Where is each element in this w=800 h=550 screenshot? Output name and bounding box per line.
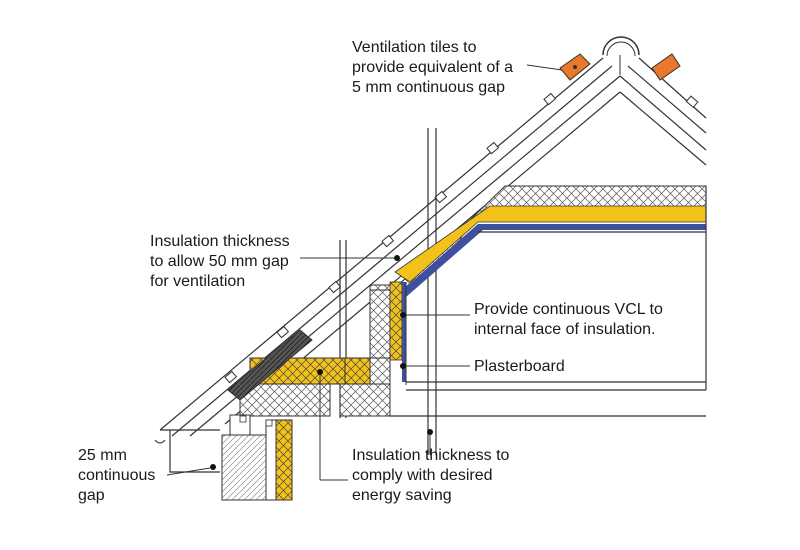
label-ventilation-tiles: Ventilation tiles to provide equivalent …	[352, 39, 513, 96]
label-plasterboard: Plasterboard	[474, 358, 565, 375]
dwarf-wall	[369, 281, 407, 385]
ridge	[602, 36, 640, 75]
leader-dots	[210, 255, 433, 470]
eaves-wall	[154, 329, 313, 501]
ceiling-lines	[478, 186, 707, 390]
floor-insulation	[239, 357, 706, 417]
leader-lines	[166, 64, 563, 481]
sloped-insulation	[369, 185, 707, 307]
label-vcl: Provide continuous VCL to internal face …	[474, 301, 663, 338]
tile-clips	[224, 92, 699, 384]
label-insulation-comply: Insulation thickness to comply with desi…	[352, 447, 510, 504]
label-insulation-gap: Insulation thickness to allow 50 mm gap …	[150, 233, 290, 290]
rafter-right	[619, 57, 707, 166]
ventilation-tile-icon	[559, 53, 681, 81]
label-eaves-gap: 25 mm continuous gap	[78, 447, 156, 504]
